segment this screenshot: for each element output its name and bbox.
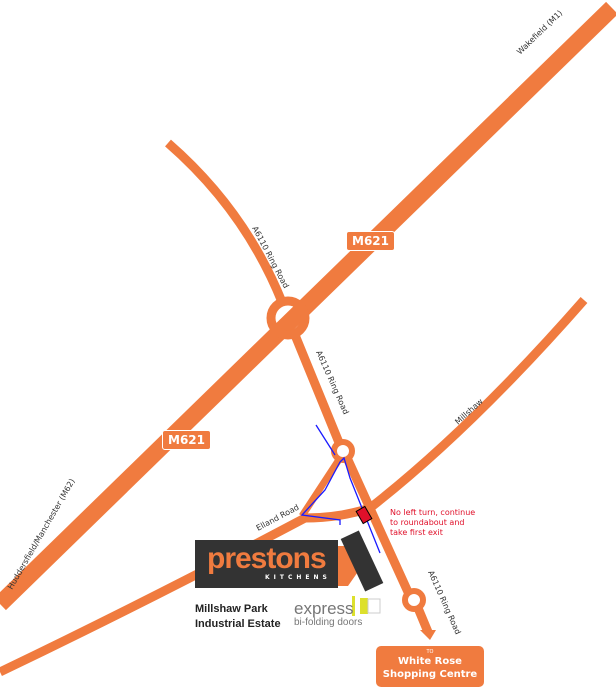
roundabout-south: [402, 588, 426, 612]
label-a6110-south: A6110 Ring Road: [426, 569, 462, 636]
label-wakefield: Wakefield (M1): [515, 9, 564, 57]
m621-badge: M621: [346, 231, 395, 251]
no-left-turn-marker: [355, 505, 373, 525]
route-note: No left turn, continue to roundabout and…: [390, 508, 475, 538]
slip-road: [299, 456, 343, 518]
millshaw-road: [304, 297, 588, 523]
express-sub: bi-folding doors: [294, 617, 363, 628]
note-line2: to roundabout and: [390, 518, 465, 527]
estate-line1: Millshaw Park: [195, 603, 268, 615]
brand-name: prestons: [207, 542, 327, 575]
elland-road: [0, 514, 308, 677]
estate-label: Millshaw Park Industrial Estate: [195, 602, 281, 632]
note-line1: No left turn, continue: [390, 508, 476, 517]
destination-line2: Shopping Centre: [382, 669, 478, 680]
building: [340, 530, 384, 592]
route-line: [300, 424, 381, 554]
brand-sub: KITCHENS: [265, 574, 331, 581]
express-name: express: [294, 599, 354, 618]
estate-line2: Industrial Estate: [195, 618, 281, 630]
destination-box: TO White Rose Shopping Centre: [376, 646, 484, 687]
pointer-arrow: [338, 546, 362, 586]
a6110-north-road: [165, 139, 287, 304]
roundabout-north: [266, 296, 310, 340]
m621-badge-lower: M621: [162, 430, 211, 450]
destination-to: TO: [426, 649, 434, 655]
roundabout-mid: [331, 439, 355, 463]
a6110-south-road: [290, 333, 433, 634]
note-line3: take first exit: [390, 528, 443, 537]
express-logo: express bi-folding doors: [294, 600, 362, 628]
m621-road: [0, 1, 616, 611]
direction-arrow: [420, 630, 436, 640]
destination-line1: White Rose: [398, 656, 462, 667]
prestons-logo: prestons KITCHENS: [195, 540, 338, 588]
express-logo-icon: [352, 596, 381, 616]
